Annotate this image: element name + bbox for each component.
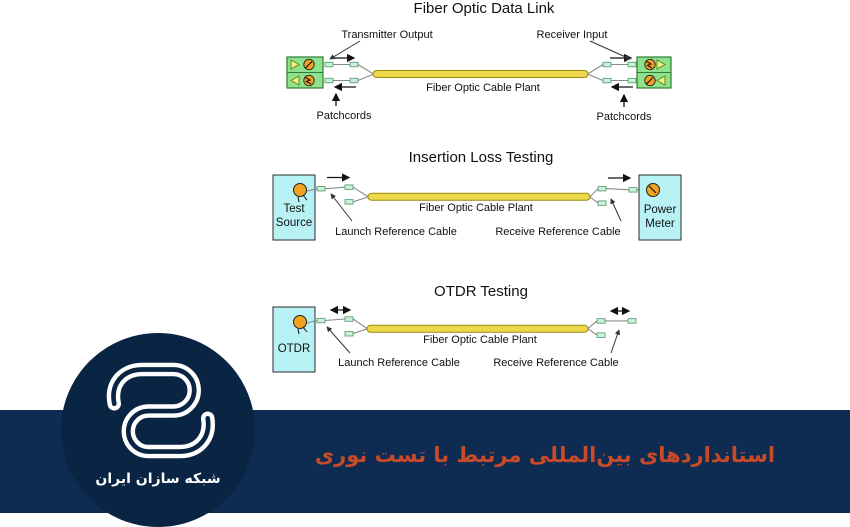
test-source-label: Test [283, 203, 305, 215]
data-link-title: Fiber Optic Data Link [414, 0, 555, 17]
diagram-data-link: Fiber Optic Data Link [287, 0, 671, 123]
light-source-icon [294, 184, 307, 197]
receive-reference-label: Receive Reference Cable [493, 357, 618, 369]
company-logo-icon [106, 356, 216, 464]
cable-plant-label: Fiber Optic Cable Plant [426, 82, 540, 94]
right-transceiver-box [637, 57, 671, 88]
diagram-otdr: OTDR Testing OTDR [273, 283, 636, 372]
otdr-label: OTDR [278, 343, 311, 355]
test-source-label: Source [276, 217, 312, 229]
footer-title: استانداردهای بین‌المللی مرتبط با تست نور… [255, 443, 835, 467]
fiber-connectors [603, 62, 636, 83]
fiber-connectors [597, 319, 636, 338]
launch-reference-label: Launch Reference Cable [335, 226, 457, 238]
laser-source-icon [294, 316, 307, 329]
patchcords-left-label: Patchcords [316, 110, 372, 122]
fiber-connectors [325, 62, 358, 83]
diagram-insertion-loss: Insertion Loss Testing Test Source [273, 149, 681, 240]
fiber-cable [367, 325, 588, 332]
otdr-title: OTDR Testing [434, 283, 528, 300]
insertion-loss-title: Insertion Loss Testing [409, 149, 554, 166]
label-pointers [330, 41, 630, 59]
cable-plant-label: Fiber Optic Cable Plant [419, 202, 533, 214]
otdr-box: OTDR [273, 307, 315, 372]
power-meter-box: Power Meter [639, 175, 681, 240]
left-transceiver-box [287, 57, 323, 88]
fiber-cable [368, 193, 590, 200]
transmitter-output-label: Transmitter Output [341, 29, 432, 41]
power-meter-label: Power [644, 204, 677, 216]
patchcords-right-label: Patchcords [596, 111, 652, 123]
power-meter-label: Meter [645, 218, 675, 230]
test-source-box: Test Source [273, 175, 315, 240]
receiver-input-label: Receiver Input [537, 29, 608, 41]
receive-reference-label: Receive Reference Cable [495, 226, 620, 238]
launch-reference-label: Launch Reference Cable [338, 357, 460, 369]
launch-reference-cable [307, 319, 367, 334]
receive-reference-cable [588, 321, 628, 335]
fiber-cable [373, 71, 588, 78]
cable-plant-label: Fiber Optic Cable Plant [423, 334, 537, 346]
company-logo-text: شبکه سازان ایران [58, 471, 258, 487]
launch-reference-cable [307, 187, 368, 202]
